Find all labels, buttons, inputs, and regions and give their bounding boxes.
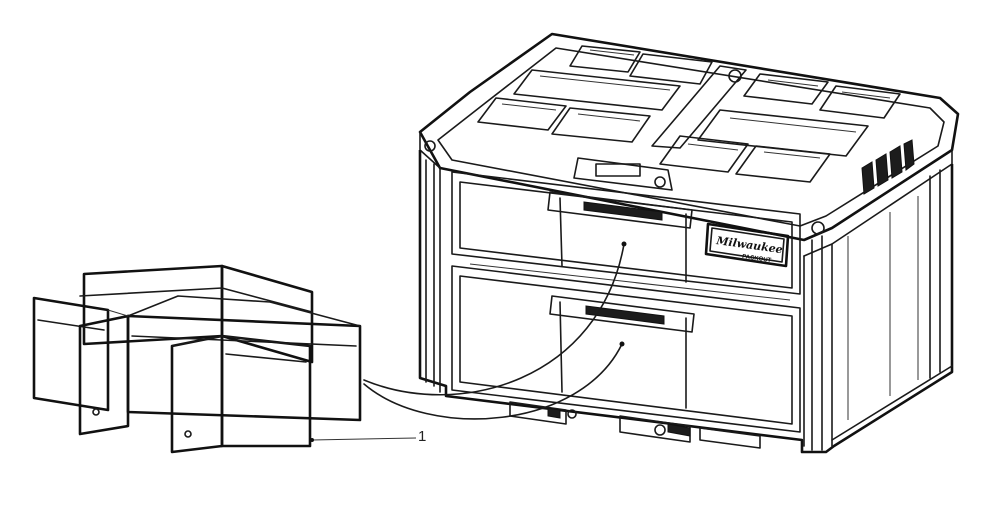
callout-1-number: 1 xyxy=(418,428,427,445)
toolbox-body xyxy=(418,140,954,454)
lower-drawer xyxy=(451,265,801,433)
base-rails xyxy=(509,401,761,449)
brand-badge: Milwaukee PACKOUT xyxy=(704,222,790,268)
callout-1-leader xyxy=(310,437,417,442)
upper-drawer xyxy=(451,171,801,301)
side-vent xyxy=(861,139,915,195)
lid-organizer-cups-left xyxy=(477,45,713,143)
lower-drawer-grip xyxy=(585,305,665,325)
insert-arrow-upper xyxy=(363,241,627,396)
insert-arrow-lower xyxy=(363,341,625,420)
drawer-toolbox: Milwaukee PACKOUT xyxy=(418,32,960,454)
brand-badge-subtext: PACKOUT xyxy=(742,254,772,264)
toolbox-lid xyxy=(418,32,960,257)
lid-organizer-cups-right xyxy=(659,73,901,183)
front-latch xyxy=(573,157,673,191)
divider-insert xyxy=(32,264,362,454)
upper-drawer-grip xyxy=(583,201,663,221)
